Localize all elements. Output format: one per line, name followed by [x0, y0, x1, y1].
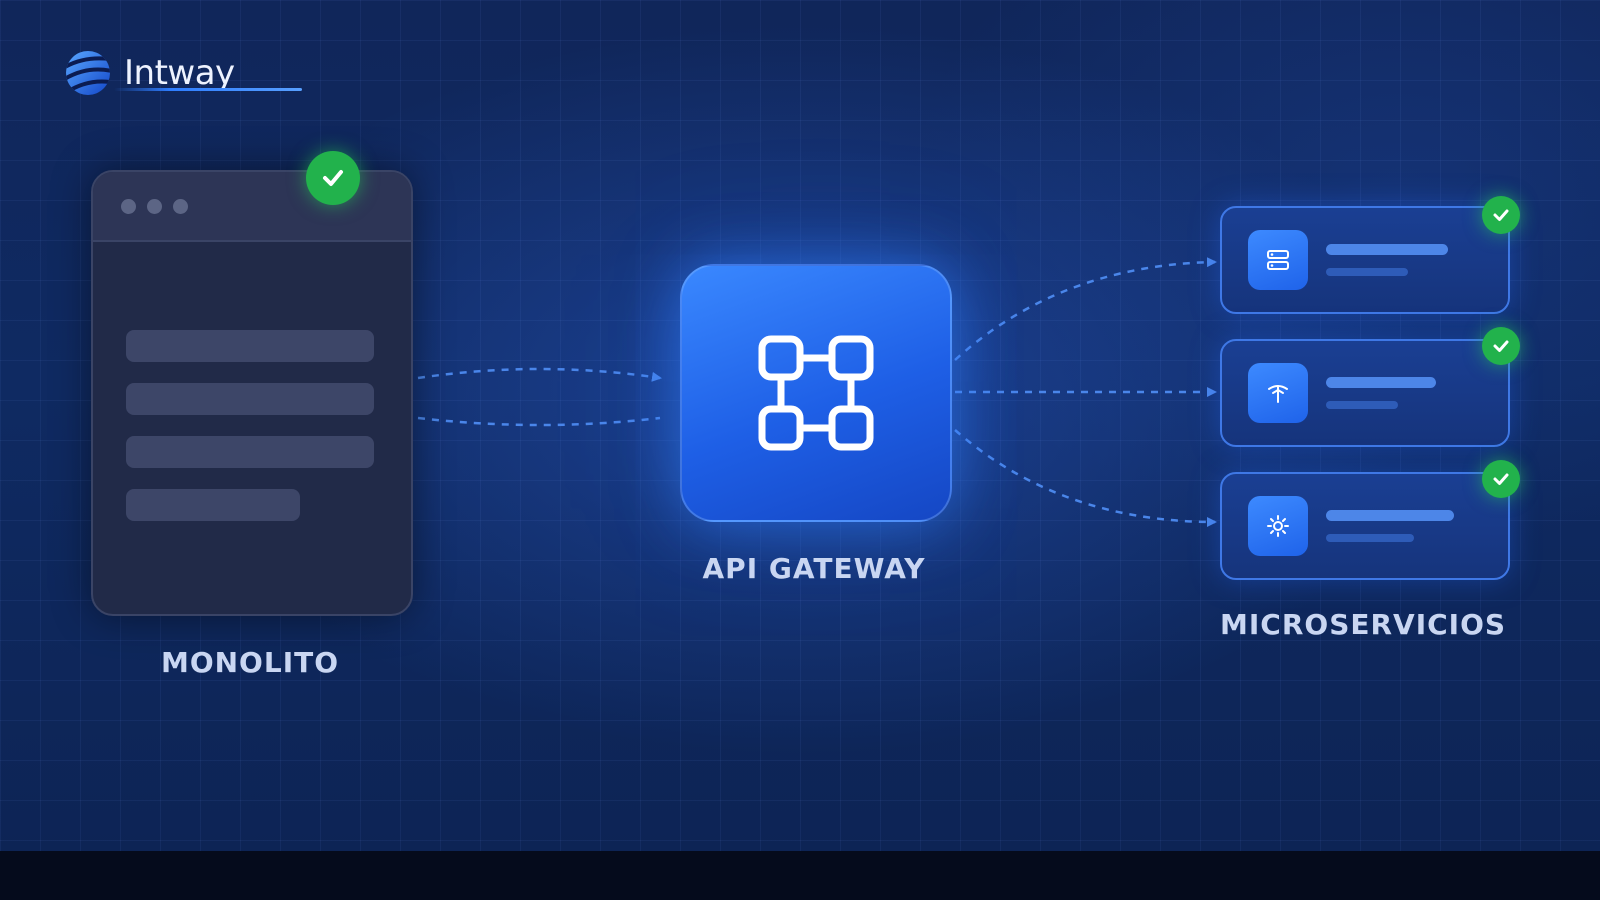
microservice-card	[1220, 339, 1510, 447]
content-bar	[126, 489, 300, 521]
arrow-monolith-to-gateway	[417, 367, 662, 382]
window-titlebar	[93, 172, 411, 242]
logo-underline	[114, 88, 302, 91]
window-dot	[173, 199, 188, 214]
placeholder-line	[1326, 244, 1448, 255]
placeholder-line	[1326, 401, 1398, 409]
brand-logo: Intway	[64, 48, 302, 98]
window-dot	[121, 199, 136, 214]
gear-icon	[1248, 496, 1308, 556]
content-bar	[126, 383, 374, 415]
placeholder-line	[1326, 534, 1414, 542]
content-bar	[126, 436, 374, 468]
bottom-band	[0, 851, 1600, 900]
placeholder-line	[1326, 510, 1454, 521]
monolith-label: MONOLITO	[160, 646, 340, 679]
globe-stripes-icon	[66, 51, 110, 95]
arrow-gateway-to-monolith	[417, 416, 661, 427]
check-icon	[1482, 327, 1520, 365]
connection-arrows	[417, 257, 1217, 527]
server-icon	[1248, 230, 1308, 290]
window-dot	[147, 199, 162, 214]
modules-network-icon	[758, 335, 874, 451]
microservice-card	[1220, 472, 1510, 580]
arrow-gateway-to-service-1	[954, 257, 1217, 361]
monolith-window	[91, 170, 413, 616]
gateway-label: API GATEWAY	[702, 552, 926, 585]
brand-name: Intway	[124, 53, 235, 93]
microservice-card	[1220, 206, 1510, 314]
arrow-gateway-to-service-3	[954, 429, 1217, 527]
api-gateway-node	[680, 264, 952, 522]
check-icon	[1482, 460, 1520, 498]
diagram-canvas: Intway MONOLITO	[0, 0, 1600, 851]
check-icon	[306, 151, 360, 205]
placeholder-line	[1326, 377, 1436, 388]
placeholder-line	[1326, 268, 1408, 276]
check-icon	[1482, 196, 1520, 234]
microservices-label: MICROSERVICIOS	[1220, 608, 1507, 641]
antenna-icon	[1248, 363, 1308, 423]
content-bar	[126, 330, 374, 362]
